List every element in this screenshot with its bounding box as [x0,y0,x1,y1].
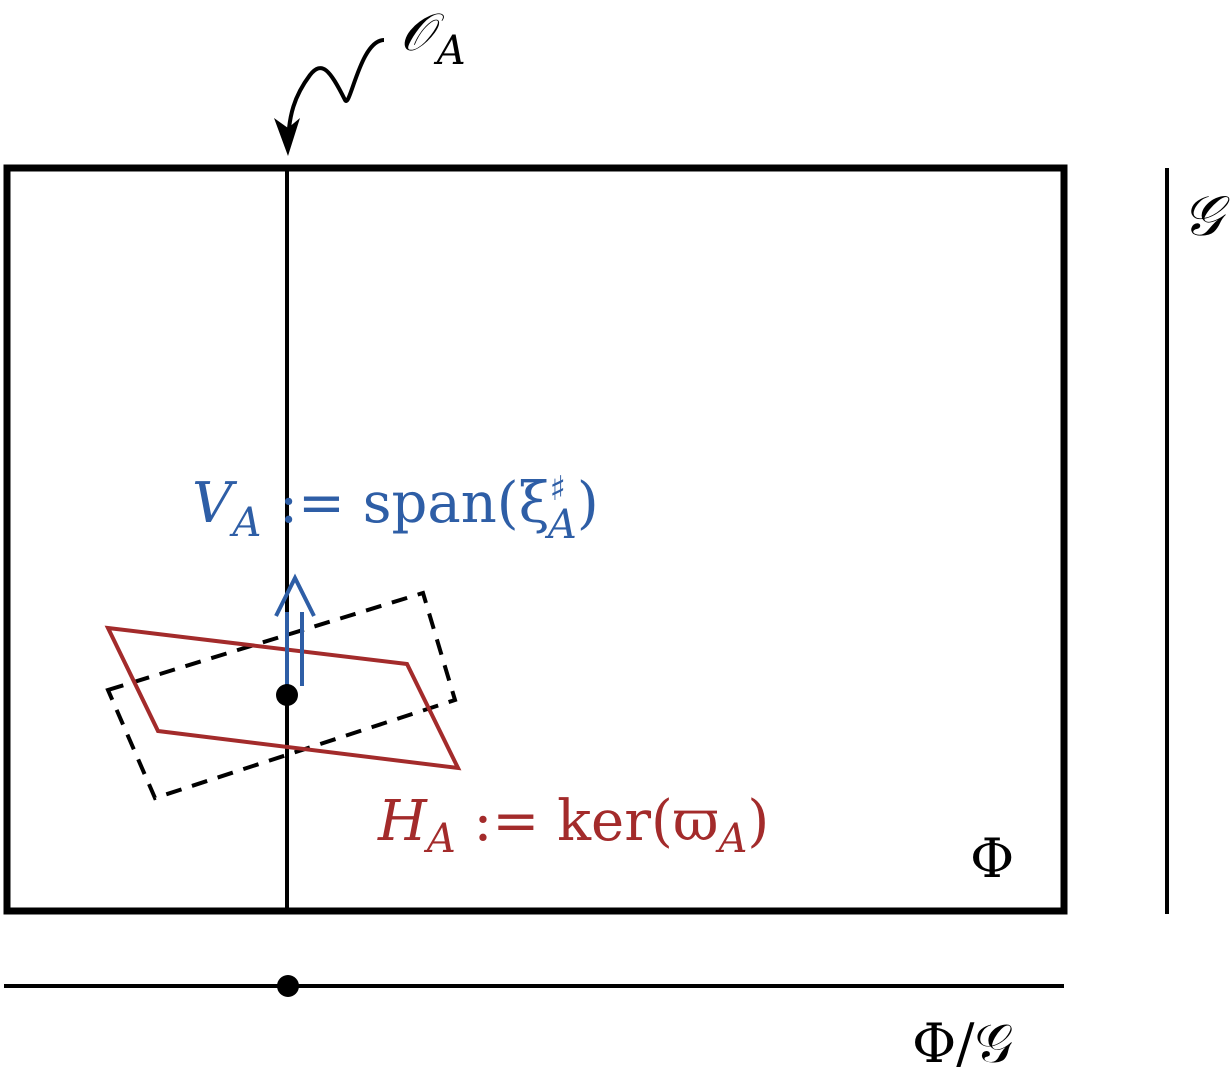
quotient-point [277,975,299,997]
vertical-double-arrow [274,573,316,692]
horizontal-subspace [104,625,462,771]
base-point [276,684,298,706]
horizontal-subspace-label: HA := ker(ϖA) [377,789,769,862]
vertical-subspace-label: VA := span(ξ♯A) [192,469,599,548]
total-space-box [3,164,1068,915]
total-space-label: Φ [970,827,1014,890]
group-label: 𝒢 [1182,184,1230,249]
arrowhead-icon [274,118,300,156]
squiggle-arrow [286,38,385,149]
tangent-plane-dashed [105,590,458,801]
quotient-label: Φ/𝒢 [912,1012,1013,1075]
